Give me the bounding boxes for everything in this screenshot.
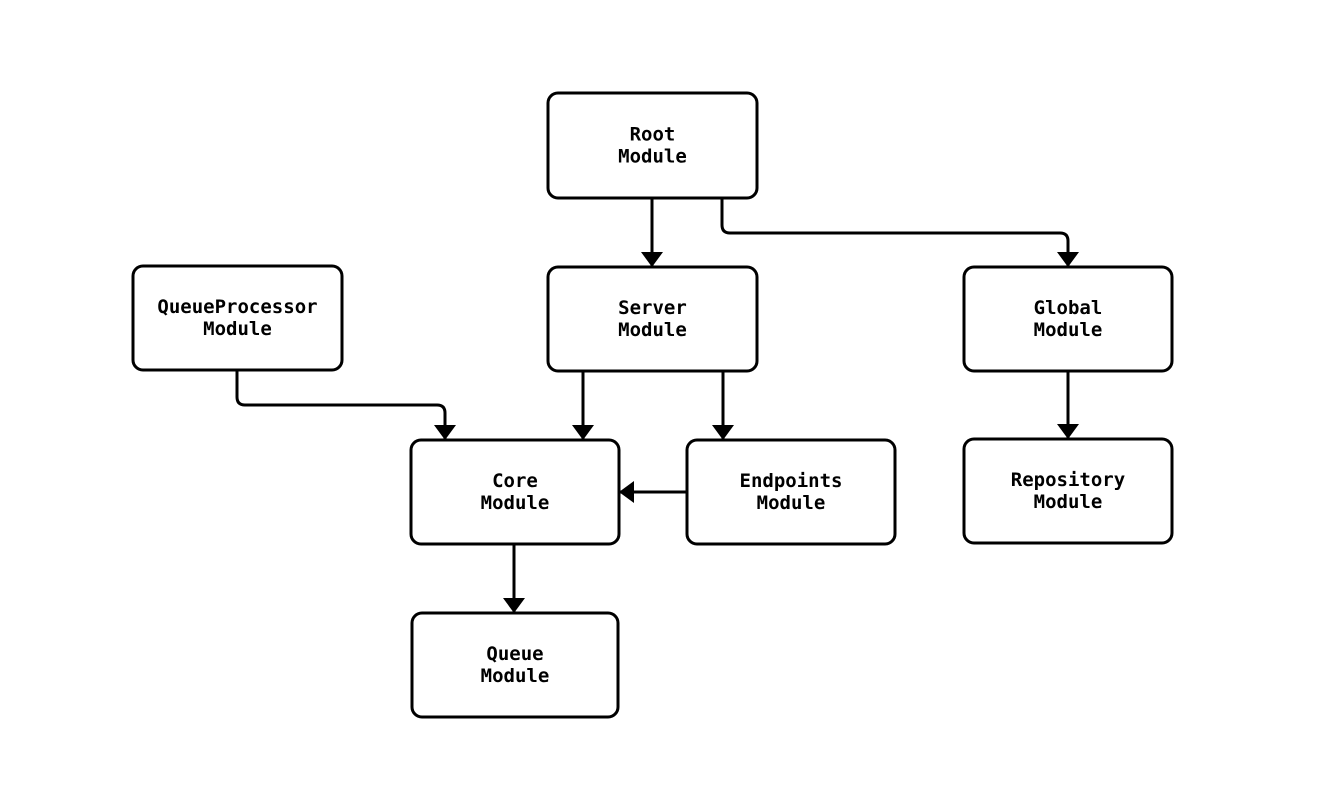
edges-layer	[235, 198, 1079, 613]
node-box-repository	[962, 437, 1174, 545]
node-box-queue	[410, 611, 620, 719]
node-box-server	[546, 265, 759, 373]
node-box-endpoints	[685, 438, 897, 546]
node-box-root	[546, 91, 759, 200]
edge-root-to-global	[720, 198, 1079, 267]
node-box-core	[409, 438, 621, 546]
node-box-global	[962, 265, 1174, 373]
node-box-queueprocessor	[131, 264, 344, 372]
edge-queueprocessor-to-core	[235, 370, 456, 440]
